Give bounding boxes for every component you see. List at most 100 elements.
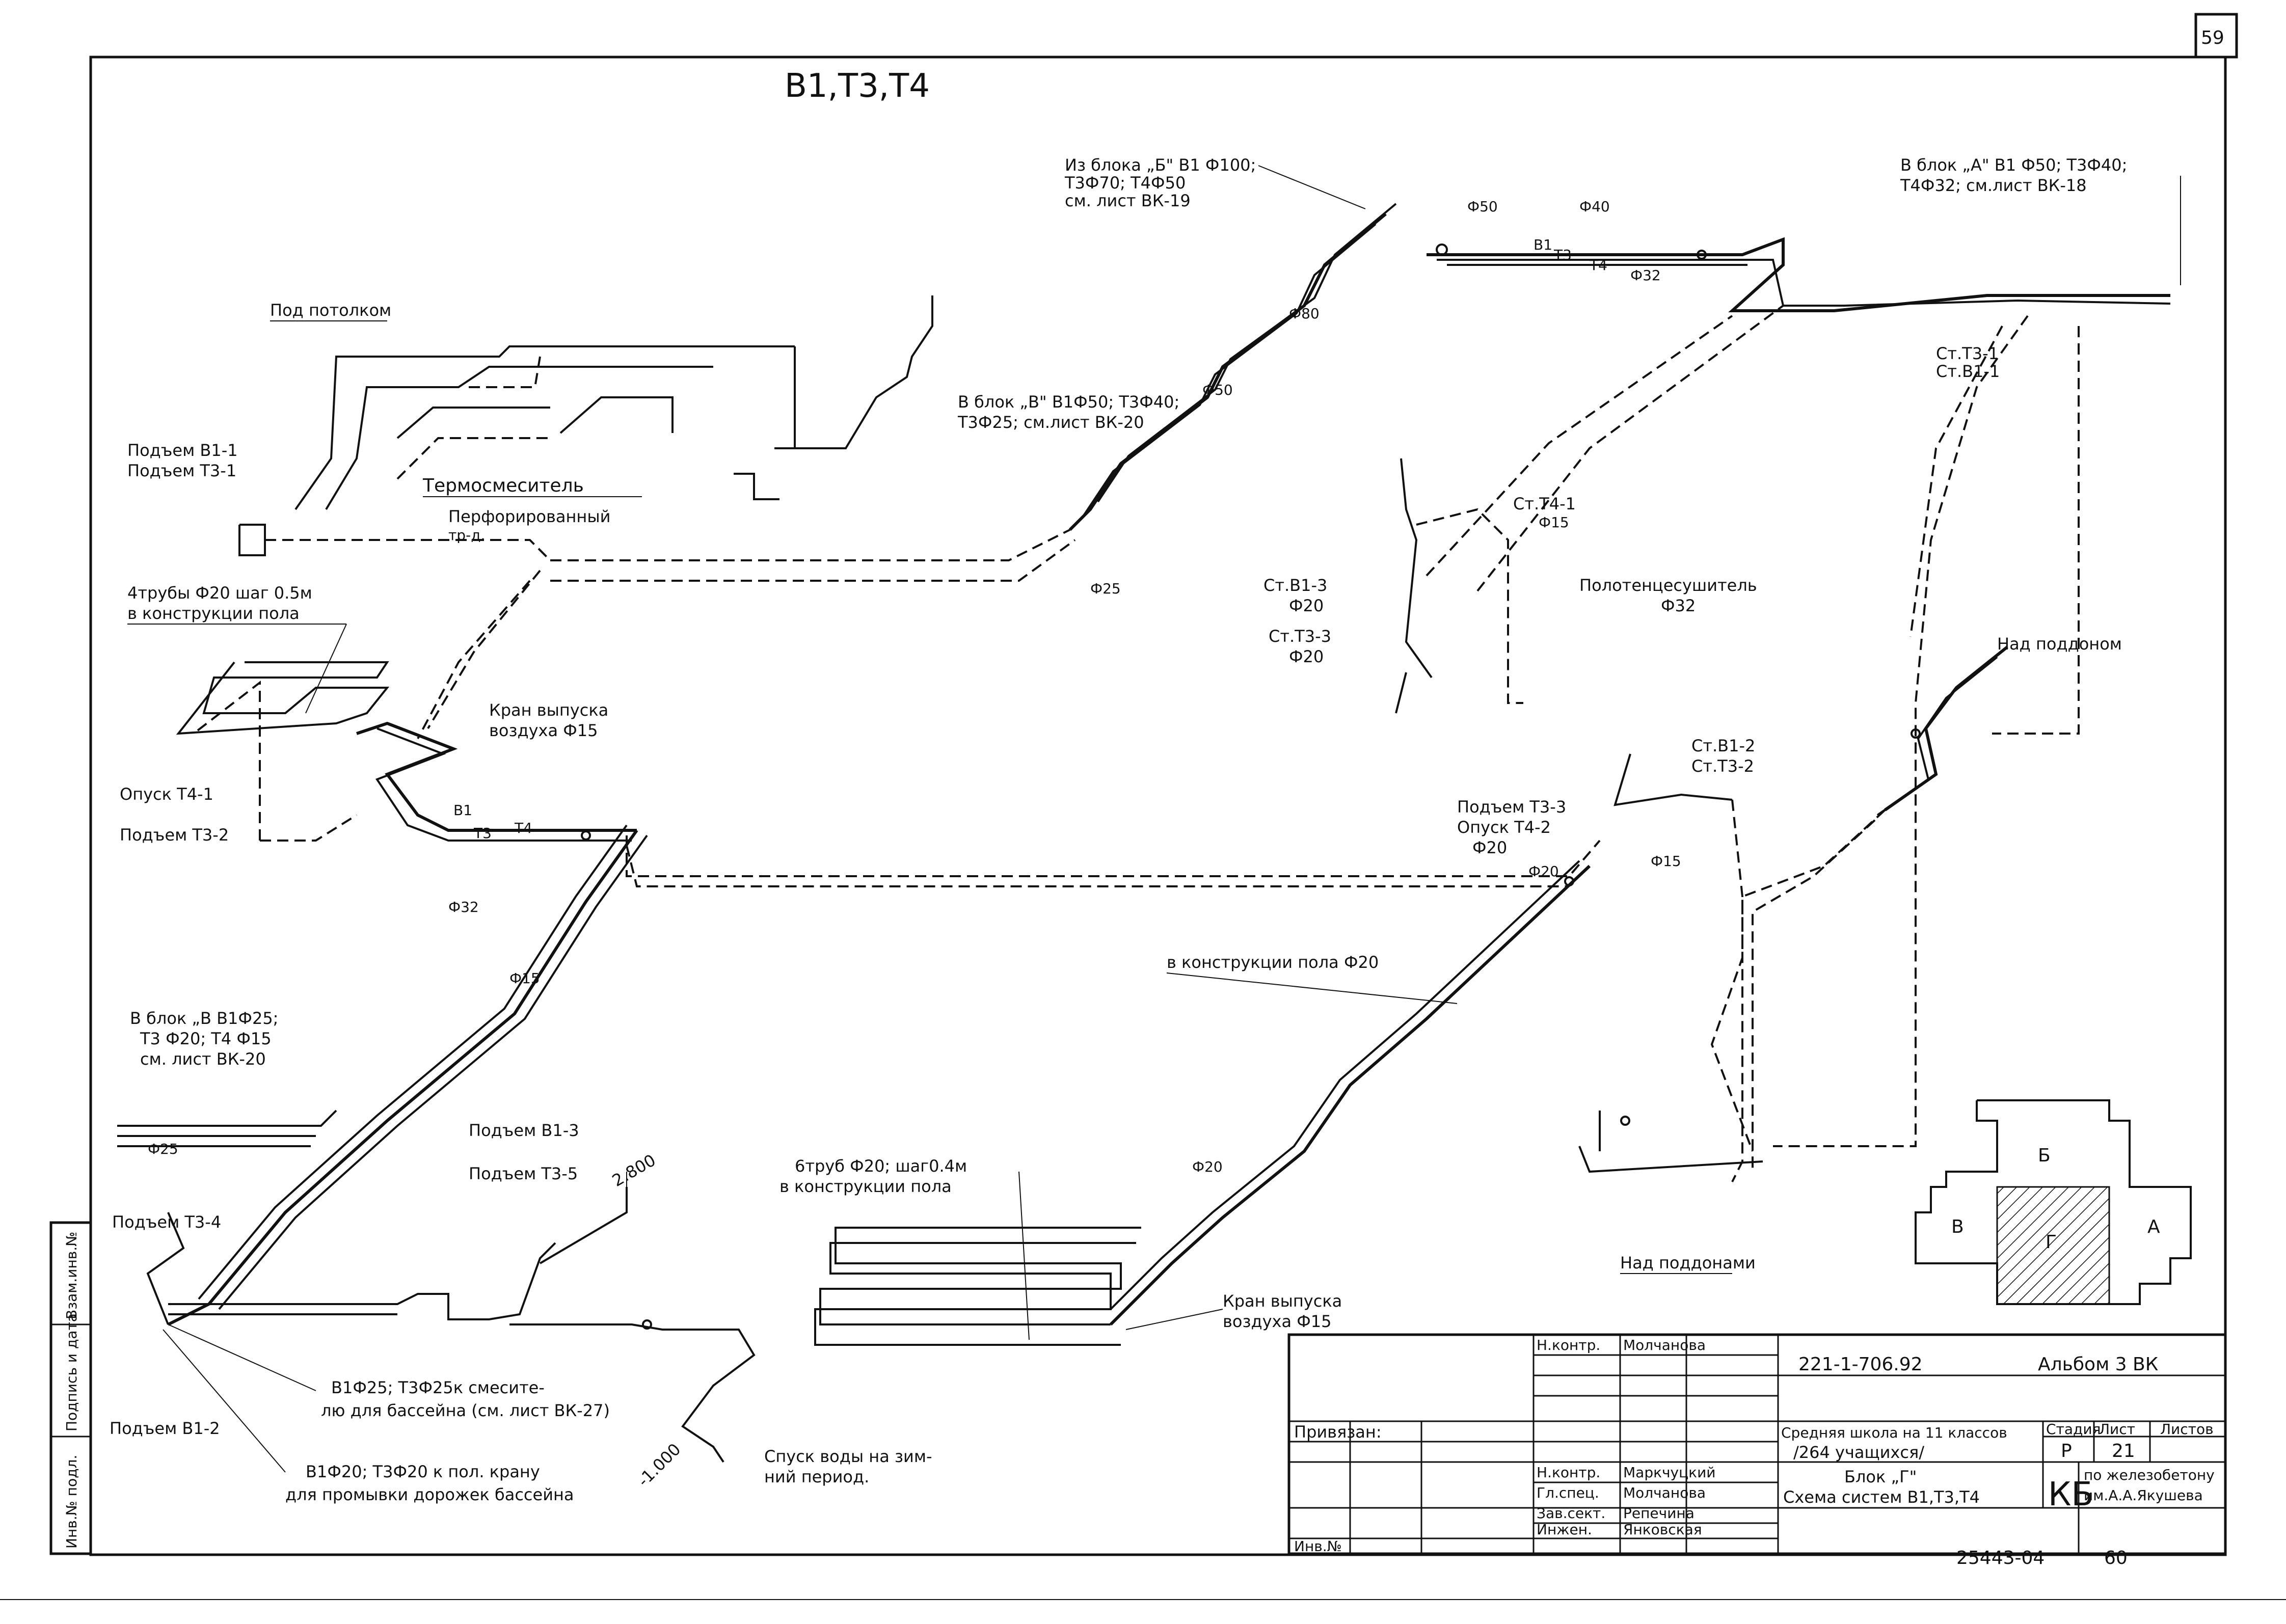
label-st-t3-3-1: Ст.Т3-3 <box>1269 627 1331 646</box>
dia-f15-left: Ф15 <box>509 970 540 987</box>
tb-row-glspec: Гл.спец. <box>1537 1484 1599 1501</box>
label-air-release-top-1: Кран выпуска <box>489 700 608 720</box>
tb-name-5: Янковская <box>1623 1521 1702 1538</box>
tb-sheet-header: Лист <box>2099 1421 2135 1438</box>
tb-org-2: им.А.А.Якушева <box>2084 1487 2203 1504</box>
label-rise-t3-5: Подъем Т3-5 <box>469 1164 578 1183</box>
tb-project-1: Средняя школа на 11 классов <box>1781 1424 2007 1441</box>
valve-symbols <box>581 243 1921 1330</box>
label-towel-dryer-1: Полотенцесушитель <box>1579 576 1757 595</box>
label-st-v1-2-2: Ст.Т3-2 <box>1691 756 1754 776</box>
side-stamp-inv: Инв.№ подл. <box>63 1455 80 1549</box>
label-perforated-1: Перфорированный <box>448 507 610 526</box>
dia-f40-top: Ф40 <box>1579 198 1610 215</box>
tb-sheets-header: Листов <box>2160 1421 2214 1438</box>
code-t4-left: Т4 <box>514 820 532 836</box>
label-to-block-a-1: В блок „А" В1 Ф50; Т3Ф40; <box>1900 155 2127 175</box>
label-pool-tap-1: В1Ф20; Т3Ф20 к пол. крану <box>306 1462 540 1481</box>
label-air-release-bottom-2: воздуха Ф15 <box>1223 1312 1332 1331</box>
label-st-v1-2-1: Ст.В1-2 <box>1691 736 1755 755</box>
label-perforated-2: тр-д. <box>448 527 485 544</box>
tb-page-no: 60 <box>2104 1548 2128 1568</box>
label-to-block-a-2: Т4Ф32; см.лист ВК-18 <box>1900 176 2087 195</box>
label-drop-t4-1: Опуск Т4-1 <box>120 784 213 804</box>
side-stamp: Инв.№ подл. Подпись и дата Взам.инв.№ <box>49 1221 92 1555</box>
label-to-block-v-top-2: Т3Ф25; см.лист ВК-20 <box>957 413 1144 432</box>
label-to-block-v-left-3: см. лист ВК-20 <box>140 1049 266 1069</box>
label-thermomixer: Термосмеситель <box>422 475 584 496</box>
tb-sheet-title-2: Схема систем В1,Т3,Т4 <box>1783 1487 1980 1507</box>
tb-sheet: 21 <box>2112 1441 2135 1461</box>
label-rise-t3-3-1: Подъем Т3-3 <box>1457 797 1566 817</box>
tb-name-2: Маркчуцкий <box>1623 1464 1715 1481</box>
tb-stage: Р <box>2061 1441 2072 1461</box>
label-under-ceiling: Под потолком <box>270 301 391 320</box>
label-to-block-v-left-2: Т3 Ф20; Т4 Ф15 <box>140 1029 272 1048</box>
label-mixer-pool-1: В1Ф25; Т3Ф25к смесите- <box>331 1378 545 1397</box>
code-v1-top: В1 <box>1534 236 1552 253</box>
dia-f50-mid: Ф50 <box>1202 382 1233 398</box>
key-plan-block-b: Б <box>2038 1145 2051 1166</box>
drawing-title: В1,Т3,Т4 <box>785 67 930 105</box>
tb-org-1: по железобетону <box>2084 1467 2215 1483</box>
label-pool-tap-2: для промывки дорожек бассейна <box>285 1485 574 1504</box>
dia-f32-top: Ф32 <box>1630 267 1661 284</box>
tb-doc-code: 221-1-706.92 <box>1798 1354 1923 1375</box>
key-plan-block-a: А <box>2147 1216 2160 1237</box>
dia-f25: Ф25 <box>1090 580 1121 597</box>
label-st-t3-1-2: Ст.В1-1 <box>1936 362 2000 381</box>
label-st-t3-1-1: Ст.Т3-1 <box>1936 344 1999 363</box>
sheet-number: 59 <box>2201 28 2224 48</box>
label-st-v1-3-2: Ф20 <box>1289 596 1324 615</box>
label-rise-t3-3-3: Ф20 <box>1472 838 1507 857</box>
side-stamp-sign: Подпись и дата <box>63 1313 80 1431</box>
label-st-v1-3-1: Ст.В1-3 <box>1263 576 1327 595</box>
dia-f80: Ф80 <box>1289 305 1320 322</box>
dia-f15: Ф15 <box>1651 853 1681 870</box>
code-v1-left: В1 <box>453 802 472 819</box>
tb-name-1: Молчанова <box>1623 1337 1706 1354</box>
drawing-frame <box>89 56 2227 1556</box>
dia-f25-left: Ф25 <box>148 1141 178 1157</box>
label-mixer-pool-2: лю для бассейна (см. лист ВК-27) <box>321 1401 610 1420</box>
key-plan: Б В Г А <box>1915 1099 2192 1305</box>
tb-row-nkontr2: Н.контр. <box>1537 1464 1600 1481</box>
dia-f32-left: Ф32 <box>448 899 479 915</box>
label-to-block-v-left-1: В блок „В В1Ф25; <box>130 1009 278 1028</box>
label-floor-pipes-top-2: в конструкции пола <box>127 604 300 623</box>
label-st-t4-1-1: Ст.Т4-1 <box>1513 494 1576 513</box>
code-t4-top: Т4 <box>1589 257 1607 274</box>
label-towel-dryer-2: Ф32 <box>1661 596 1696 615</box>
label-above-trays: Над поддонами <box>1620 1253 1756 1273</box>
key-plan-block-v: В <box>1951 1216 1964 1237</box>
label-riser-left-2: Подъем Т3-1 <box>127 461 236 480</box>
code-t3-top: Т3 <box>1553 247 1572 263</box>
tb-album: Альбом 3 ВК <box>2038 1354 2158 1375</box>
dia-f50-top: Ф50 <box>1467 198 1498 215</box>
side-stamp-replace: Взам.инв.№ <box>63 1232 80 1319</box>
label-elev-2800: 2.800 <box>609 1150 659 1190</box>
tb-project-2: /264 учащихся/ <box>1793 1443 1924 1462</box>
label-from-block-b-2: Т3Ф70; Т4Ф50 <box>1064 173 1186 193</box>
tb-org-mark: КБ <box>2048 1476 2093 1513</box>
label-air-release-bottom-1: Кран выпуска <box>1223 1291 1342 1311</box>
sheet-number-box <box>2194 13 2238 59</box>
label-rise-v1-2: Подъем В1-2 <box>110 1419 220 1438</box>
label-six-pipes-2: в конструкции пола <box>779 1177 952 1196</box>
label-rise-t3-4: Подъем Т3-4 <box>112 1212 221 1232</box>
tb-sheet-title-1: Блок „Г" <box>1844 1467 1917 1486</box>
tb-row-zavsekt: Зав.сект. <box>1537 1505 1605 1522</box>
tb-row-nkontr: Н.контр. <box>1537 1337 1600 1354</box>
dia-f20-bottom: Ф20 <box>1192 1158 1223 1175</box>
label-st-t4-1-2: Ф15 <box>1539 514 1569 531</box>
label-air-release-top-2: воздуха Ф15 <box>489 721 598 740</box>
label-riser-left-1: Подъем В1-1 <box>127 441 238 460</box>
tb-stage-header: Стадия <box>2046 1421 2101 1438</box>
label-rise-v1-3: Подъем В1-3 <box>469 1121 579 1140</box>
code-t3-left: Т3 <box>473 825 492 842</box>
label-from-block-b-3: см. лист ВК-19 <box>1065 191 1191 210</box>
label-six-pipes-1: 6труб Ф20; шаг0.4м <box>795 1156 967 1176</box>
label-to-block-v-top-1: В блок „В" В1Ф50; Т3Ф40; <box>958 392 1179 412</box>
key-plan-block-g: Г <box>2046 1232 2057 1253</box>
